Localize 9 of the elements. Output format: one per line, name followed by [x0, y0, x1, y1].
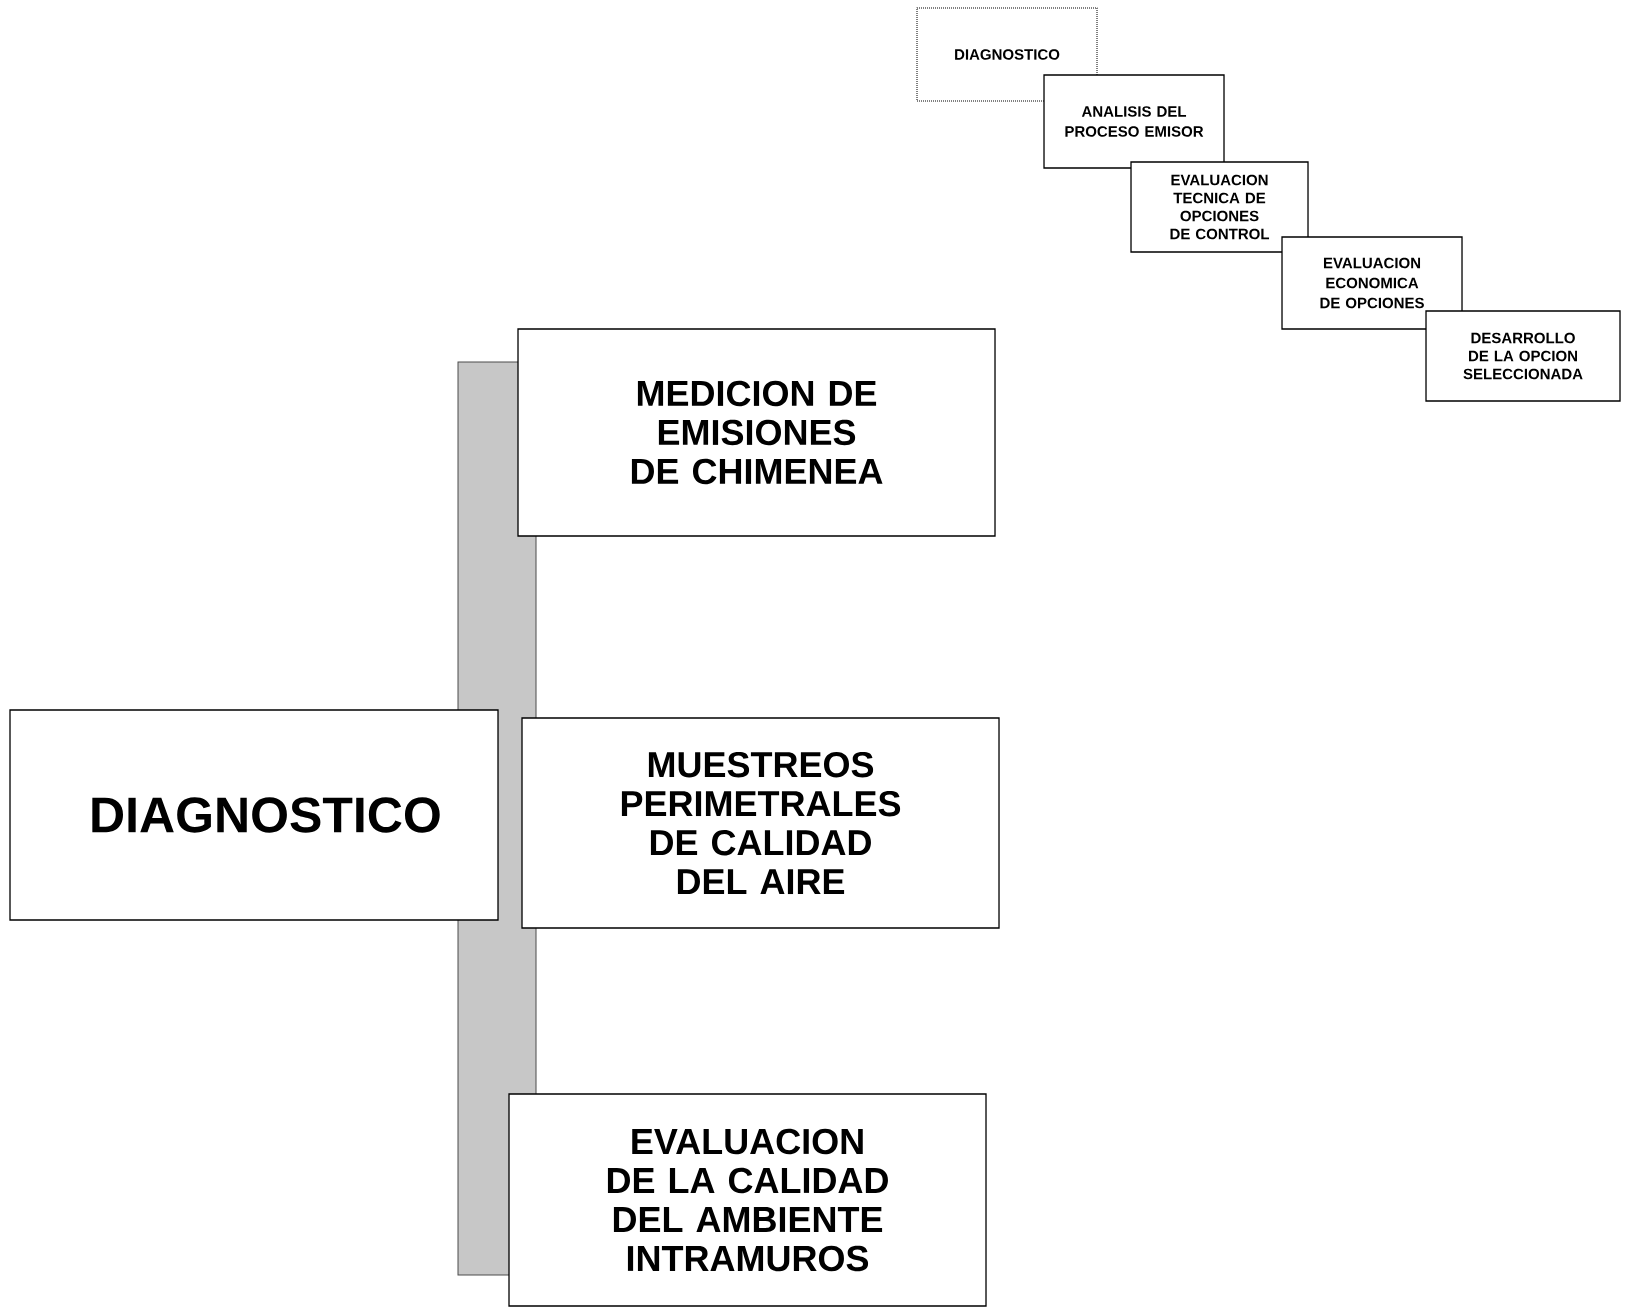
step-box: EVALUACION TECNICA DE OPCIONES DE CONTROL: [1130, 161, 1309, 253]
step-box: DESARROLLO DE LA OPCION SELECCIONADA: [1425, 310, 1621, 402]
step-box: DIAGNOSTICO: [916, 7, 1098, 102]
process-box: MEDICION DE EMISIONES DE CHIMENEA: [517, 328, 996, 537]
process-box: DIAGNOSTICO: [9, 709, 499, 921]
process-box: MUESTREOS PERIMETRALES DE CALIDAD DEL AIRE: [521, 717, 1000, 929]
step-box: ANALISIS DEL PROCESO EMISOR: [1043, 74, 1225, 169]
process-box: EVALUACION DE LA CALIDAD DEL AMBIENTE INTRAMUROS: [508, 1093, 987, 1307]
step-box: EVALUACION ECONOMICA DE OPCIONES: [1281, 236, 1463, 330]
